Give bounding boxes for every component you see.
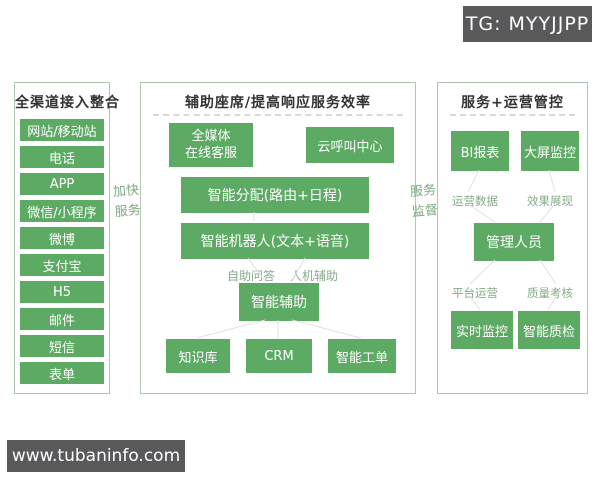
- smart-dispatch-box: 智能分配(路由+日程): [181, 177, 369, 213]
- channel-box-alipay: 支付宝: [20, 254, 104, 276]
- big-screen-monitor-box: 大屏监控: [521, 131, 579, 171]
- omnimedia-online-service-box: 全媒体 在线客服: [169, 123, 253, 167]
- operation-data-label: 运营数据: [452, 194, 498, 208]
- omnimedia-line1: 全媒体: [191, 129, 231, 144]
- speed-up-service-label: 加快 服务: [110, 181, 143, 223]
- channel-box-email: 邮件: [20, 308, 104, 330]
- omnimedia-line2: 在线客服: [184, 146, 237, 161]
- tg-badge: TG: MYYJJPP: [463, 6, 592, 42]
- effect-display-label: 效果展现: [527, 194, 573, 208]
- omnichannel-panel-title: 全渠道接入整合: [15, 95, 120, 111]
- channel-box-website-mobile: 网站/移动站: [20, 119, 104, 141]
- agent-assist-panel-title: 辅助座席/提高响应服务效率: [184, 95, 372, 111]
- dashed-divider: [153, 114, 403, 116]
- speed-up-service-label-line2: 服务: [114, 202, 142, 221]
- bi-report-box: BI报表: [451, 131, 509, 171]
- service-supervision-label-line1: 服务: [409, 182, 437, 201]
- realtime-monitor-box: 实时监控: [451, 311, 513, 349]
- website-badge: www.tubaninfo.com: [7, 440, 185, 472]
- omnichannel-panel: 全渠道接入整合 网站/移动站 电话 APP 微信/小程序 微博 支付宝 H5 邮…: [14, 82, 120, 394]
- channel-box-wechat-miniprogram: 微信/小程序: [20, 200, 104, 222]
- channel-list: 网站/移动站 电话 APP 微信/小程序 微博 支付宝 H5 邮件 短信 表单: [20, 119, 104, 389]
- operations-panel-title: 服务+运营管控: [461, 95, 564, 111]
- smart-ticket-box: 智能工单: [328, 339, 396, 373]
- channel-box-app: APP: [20, 173, 104, 195]
- smart-quality-check-box: 智能质检: [518, 311, 580, 349]
- smart-robot-box: 智能机器人(文本+语音): [181, 223, 369, 259]
- channel-box-sms: 短信: [20, 335, 104, 357]
- cloud-call-center-box: 云呼叫中心: [306, 127, 394, 163]
- self-service-qa-label: 自助问答: [226, 269, 275, 283]
- human-machine-assist-label: 人机辅助: [289, 269, 338, 283]
- dashed-divider: [450, 114, 575, 116]
- operations-panel: 服务+运营管控 BI报表 大屏监控 运营数据 效果展现 管理人员 平台运营 质量…: [437, 82, 588, 394]
- speed-up-service-label-line1: 加快: [112, 182, 140, 201]
- crm-box: CRM: [246, 339, 312, 373]
- smart-assist-box: 智能辅助: [239, 283, 319, 321]
- channel-box-form: 表单: [20, 362, 104, 384]
- quality-assessment-label: 质量考核: [527, 286, 573, 300]
- channel-box-h5: H5: [20, 281, 104, 303]
- channel-box-weibo: 微博: [20, 227, 104, 249]
- managers-box: 管理人员: [474, 223, 554, 261]
- platform-operation-label: 平台运营: [452, 286, 498, 300]
- knowledge-base-box: 知识库: [166, 339, 230, 373]
- service-supervision-label: 服务 监督: [407, 181, 440, 223]
- service-supervision-label-line2: 监督: [411, 202, 439, 221]
- agent-assist-panel: 辅助座席/提高响应服务效率 全媒体 在线客服 云呼叫中心 智能分配(路由+日程)…: [140, 82, 416, 394]
- channel-box-phone: 电话: [20, 146, 104, 168]
